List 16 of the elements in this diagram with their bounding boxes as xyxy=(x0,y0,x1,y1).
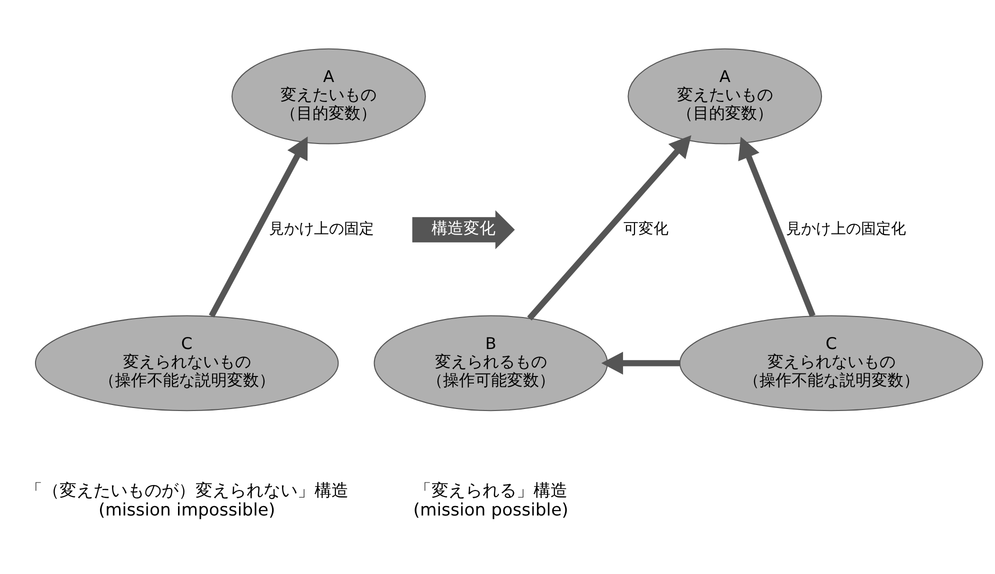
label: (mission possible) xyxy=(413,500,568,520)
node-ellipse: C 変えられないもの （操作不能な説明変数） xyxy=(679,315,984,412)
arrow xyxy=(527,135,692,320)
label: (mission impossible) xyxy=(98,500,276,520)
node-ellipse: C 変えられないもの （操作不能な説明変数） xyxy=(34,315,339,412)
edge-label: 可変化 xyxy=(623,219,668,238)
node-ellipse: B 変えられるもの （操作可能変数） xyxy=(374,315,608,412)
node-ellipse: A 変えたいもの （目的変数） xyxy=(628,48,822,144)
label: 「（変えたいものが）変えられない」構造 xyxy=(25,481,348,502)
edge-label: 見かけ上の固定化 xyxy=(786,219,906,238)
label: 「変えられる」構造 xyxy=(414,481,568,502)
arrow xyxy=(738,136,816,318)
arrow xyxy=(601,352,680,375)
node-ellipse: A 変えたいもの （目的変数） xyxy=(232,48,426,144)
arrow xyxy=(208,136,308,318)
edge-label: 見かけ上の固定 xyxy=(269,219,374,238)
